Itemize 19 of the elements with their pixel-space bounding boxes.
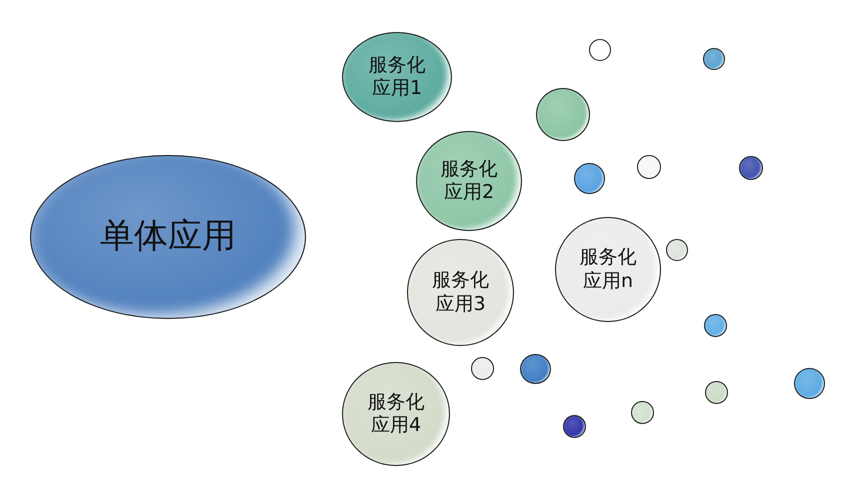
bubble: [631, 401, 654, 424]
bubble: [520, 354, 551, 384]
node-label: 服务化应用4: [366, 390, 426, 438]
bubble: [703, 48, 725, 70]
node-label: 单体应用: [100, 216, 236, 258]
bubble: [471, 357, 494, 380]
bubble: [704, 314, 727, 337]
bubble: [794, 368, 825, 399]
node-label: 服务化应用1: [368, 54, 426, 100]
bubble: [739, 156, 763, 180]
bubble: [705, 381, 728, 404]
bubble: [589, 39, 611, 61]
bubble: [563, 415, 586, 438]
bubble: [574, 163, 605, 194]
node-label: 服务化应用3: [431, 269, 490, 316]
bubble: [666, 239, 688, 261]
bubble: [637, 155, 661, 179]
node-label: 服务化应用n: [578, 246, 638, 293]
node-label: 服务化应用2: [440, 158, 498, 204]
